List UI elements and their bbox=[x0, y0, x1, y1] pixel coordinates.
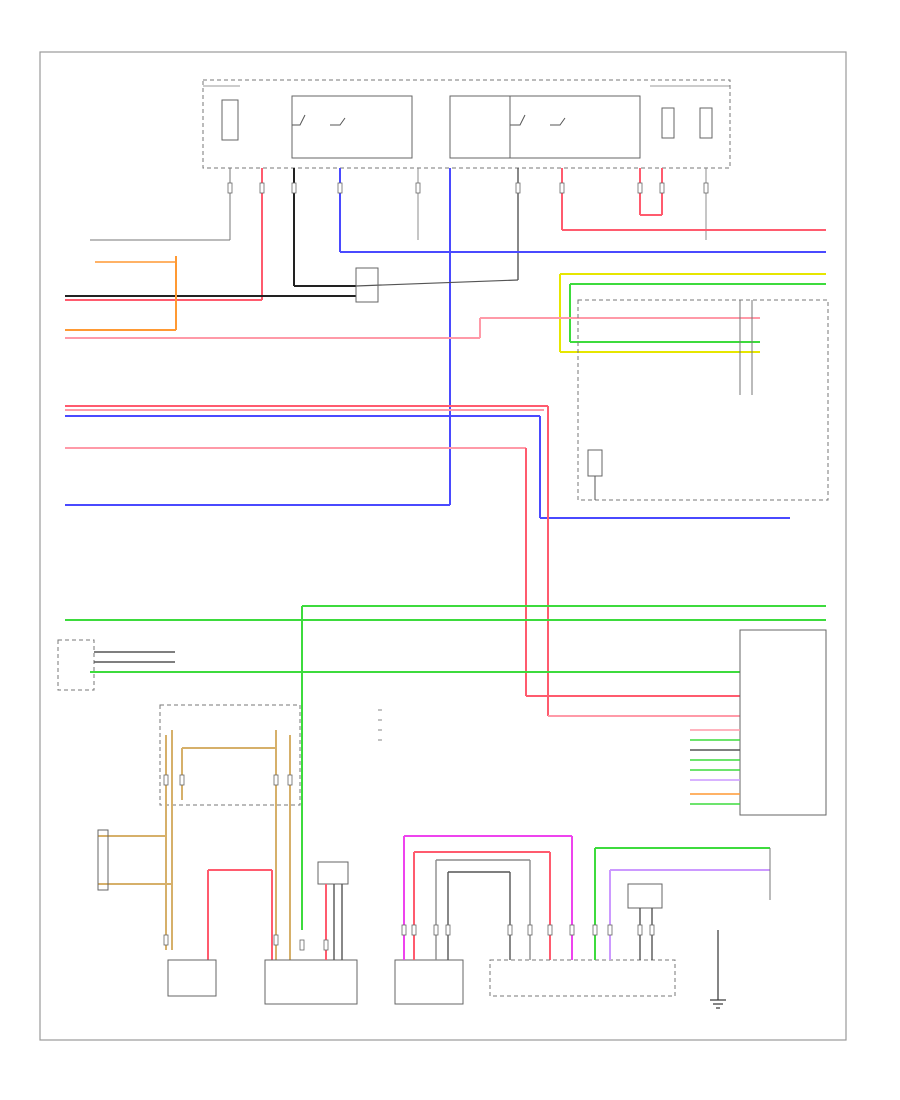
connector-pin bbox=[637, 182, 643, 194]
connector-pin bbox=[227, 182, 233, 194]
ground-symbol bbox=[710, 930, 726, 1009]
connector-pin bbox=[415, 182, 421, 194]
fuse-f1-symbol bbox=[221, 99, 239, 141]
top-drops bbox=[90, 168, 707, 505]
connector-pin bbox=[547, 924, 553, 936]
connector-pin bbox=[637, 924, 643, 936]
connector-pin bbox=[179, 774, 185, 786]
relay-r2-symbol bbox=[509, 95, 641, 159]
connector-pin bbox=[703, 182, 709, 194]
relay-r1-symbol bbox=[291, 95, 413, 159]
connector-pins bbox=[163, 182, 709, 951]
control-module-box bbox=[690, 629, 827, 816]
fuse-f3-symbol bbox=[661, 107, 675, 139]
connector-pin bbox=[163, 774, 169, 786]
left-junction-wires bbox=[65, 256, 519, 339]
top-right-wires bbox=[340, 229, 826, 353]
connector-pin bbox=[287, 774, 293, 786]
connector-pin bbox=[291, 182, 297, 194]
connector-pin bbox=[649, 924, 655, 936]
connector-pin bbox=[507, 924, 513, 936]
connector-pin bbox=[401, 924, 407, 936]
fuse-f4-symbol bbox=[699, 107, 713, 139]
left-connector-small bbox=[57, 639, 175, 691]
legend-box bbox=[378, 709, 382, 741]
connector-pin bbox=[559, 182, 565, 194]
green-wires bbox=[65, 605, 826, 930]
connector-pin bbox=[607, 924, 613, 936]
connector-pin bbox=[659, 182, 665, 194]
connector-pin bbox=[273, 774, 279, 786]
connector-pin bbox=[515, 182, 521, 194]
left-motor-block bbox=[97, 704, 301, 997]
connector-pin bbox=[299, 939, 305, 951]
connector-pin bbox=[411, 924, 417, 936]
heater-switch-block bbox=[394, 835, 573, 1005]
connector-pin bbox=[527, 924, 533, 936]
connector-pin bbox=[259, 182, 265, 194]
left-mini-relay bbox=[355, 267, 379, 303]
right-harness-block bbox=[489, 847, 771, 997]
diagram-frame bbox=[39, 51, 847, 1041]
connector-pin bbox=[323, 939, 329, 951]
connector-pin bbox=[433, 924, 439, 936]
connector-pin bbox=[273, 934, 279, 946]
connector-pin bbox=[592, 924, 598, 936]
connector-pin bbox=[337, 182, 343, 194]
connector-pin bbox=[163, 934, 169, 946]
connector-pin bbox=[569, 924, 575, 936]
connector-pin bbox=[445, 924, 451, 936]
mid-wires bbox=[65, 405, 790, 717]
center-bottom-connector bbox=[264, 861, 358, 1005]
top-relay-box bbox=[202, 79, 731, 169]
right-sensor-block bbox=[577, 299, 829, 501]
